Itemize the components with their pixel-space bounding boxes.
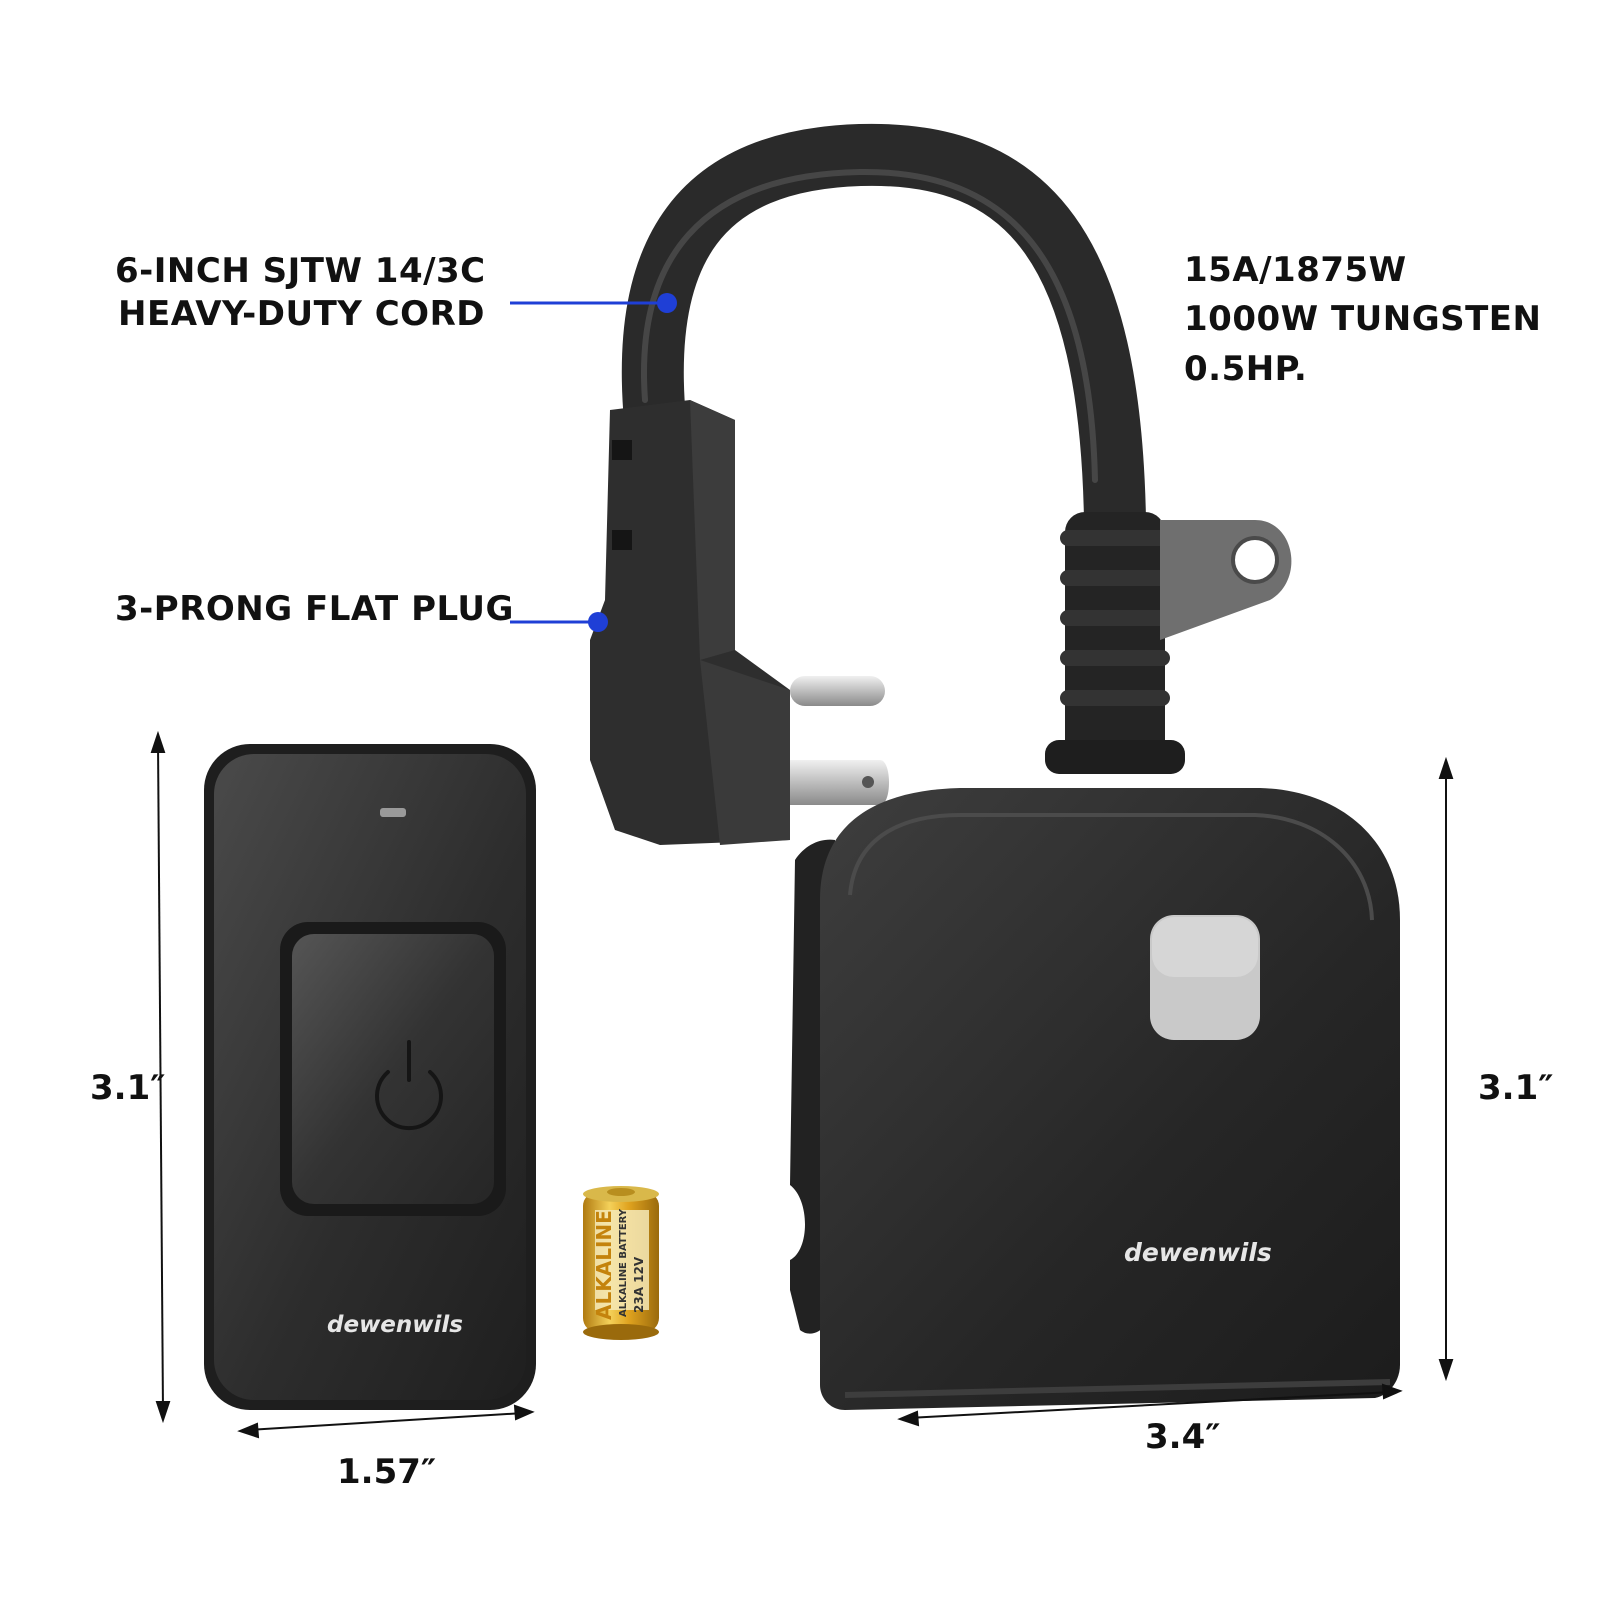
cord-callout bbox=[510, 293, 677, 313]
switch-height-label: 3.1″ bbox=[1478, 1068, 1554, 1108]
spec-tungsten: 1000W TUNGSTEN bbox=[1184, 299, 1542, 340]
power-cord bbox=[621, 123, 1146, 551]
spec-horsepower: 0.5HP. bbox=[1184, 348, 1308, 389]
cord-callout-label: 6-INCH SJTW 14/3C HEAVY-DUTY CORD bbox=[115, 250, 485, 335]
outdoor-switch bbox=[790, 788, 1400, 1410]
remote-width-label: 1.57″ bbox=[337, 1452, 437, 1492]
plug-callout bbox=[510, 612, 608, 632]
switch-width-label: 3.4″ bbox=[1145, 1417, 1221, 1457]
cord-label-line2: HEAVY-DUTY CORD bbox=[118, 293, 485, 334]
cord-label-line1: 6-INCH SJTW 14/3C bbox=[115, 251, 486, 291]
remote-width-arrow bbox=[237, 1404, 535, 1439]
alkaline-battery bbox=[583, 1186, 659, 1340]
mounting-tab bbox=[1160, 520, 1292, 640]
electrical-specs: 15A/1875W 1000W TUNGSTEN 0.5HP. bbox=[1184, 246, 1542, 394]
power-icon bbox=[375, 1040, 443, 1131]
plug-callout-label: 3-PRONG FLAT PLUG bbox=[115, 589, 514, 629]
flat-plug bbox=[590, 400, 889, 845]
switch-brand-logo: dewenwils bbox=[1124, 1238, 1272, 1267]
remote-height-arrow bbox=[150, 730, 171, 1424]
remote-control bbox=[204, 744, 536, 1410]
strain-relief bbox=[1045, 512, 1185, 774]
remote-brand-logo: dewenwils bbox=[327, 1312, 463, 1338]
switch-width-arrow bbox=[897, 1383, 1403, 1427]
switch-height-arrow bbox=[1438, 756, 1454, 1382]
cord-highlight bbox=[641, 168, 1098, 483]
remote-height-label: 3.1″ bbox=[90, 1068, 166, 1108]
spec-rating: 15A/1875W bbox=[1184, 250, 1407, 290]
